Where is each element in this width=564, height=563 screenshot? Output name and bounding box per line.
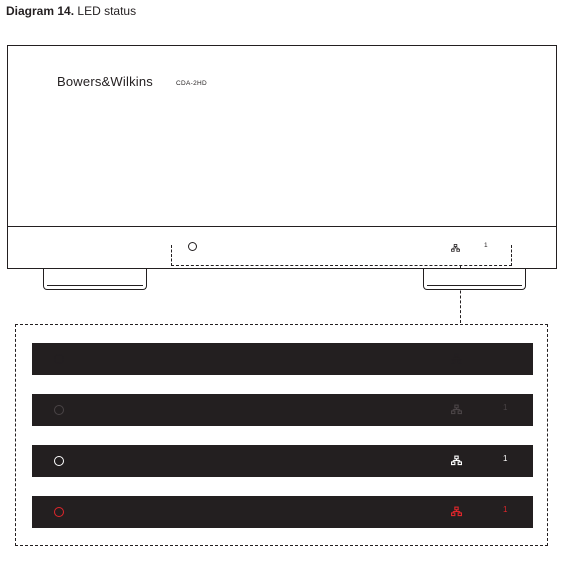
- foot-left: [43, 269, 147, 290]
- network-icon: [451, 353, 462, 364]
- channel-number: 1: [503, 454, 508, 463]
- network-icon: [451, 455, 462, 466]
- foot-right: [423, 269, 526, 290]
- channel-number: 1: [503, 403, 508, 412]
- network-icon: [451, 506, 462, 517]
- network-icon: [451, 404, 462, 415]
- channel-number: 1: [503, 505, 508, 514]
- led-status-panel: [15, 324, 548, 546]
- channel-number: 1: [484, 242, 488, 249]
- caption-title: LED status: [77, 4, 137, 18]
- led-strip-dim: 1: [32, 394, 533, 426]
- power-led-icon: [54, 456, 64, 466]
- led-strip-white: 1: [32, 445, 533, 477]
- amplifier-front: Bowers&Wilkins CDA-2HD 1: [7, 45, 557, 269]
- led-strip-off: [32, 343, 533, 375]
- power-led-icon: [54, 354, 64, 364]
- power-led-icon: [188, 242, 197, 251]
- led-area-callout: [171, 245, 512, 266]
- callout-connector: [460, 266, 461, 323]
- caption-label: Diagram 14.: [6, 4, 75, 18]
- brand-logo: Bowers&Wilkins: [57, 74, 153, 89]
- diagram-caption: Diagram 14. LED status: [6, 4, 136, 18]
- front-panel-divider: [8, 226, 556, 227]
- power-led-icon: [54, 507, 64, 517]
- model-label: CDA-2HD: [176, 80, 207, 87]
- network-icon: [451, 244, 460, 252]
- led-strip-red: 1: [32, 496, 533, 528]
- power-led-icon: [54, 405, 64, 415]
